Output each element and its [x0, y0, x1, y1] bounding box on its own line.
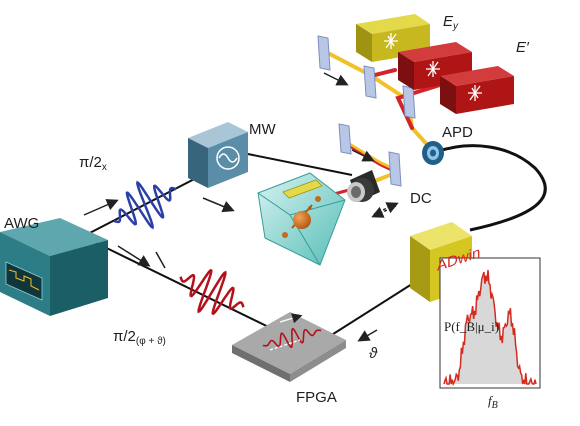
label-theta: ϑ	[369, 345, 378, 362]
laser-eprime-lower	[440, 66, 514, 114]
cable-awg-to-fpga	[85, 237, 286, 336]
cables	[79, 144, 547, 337]
label-apd: APD	[442, 124, 473, 141]
fpga-board	[232, 312, 346, 382]
label-pi2phi-sub: (φ + ϑ)	[135, 336, 166, 347]
fpga-arrow	[279, 313, 303, 324]
plot-distribution-trace	[443, 269, 537, 387]
arrow-awg-to-fpga	[117, 245, 151, 267]
label-fpga: FPGA	[296, 389, 337, 406]
arrow-awg-to-mw	[83, 199, 119, 216]
probability-plot	[439, 257, 541, 389]
label-eprime: E′	[516, 39, 529, 56]
label-mw: MW	[249, 121, 276, 138]
plot-xlabel: fB	[488, 394, 498, 411]
arrow-dc-a	[373, 202, 399, 215]
label-ey: Ey	[443, 14, 458, 32]
arrow-tick	[155, 251, 166, 269]
label-dc: DC	[410, 190, 432, 207]
arrow-dc-b	[371, 205, 397, 218]
cable-mw-to-sample	[237, 151, 353, 176]
pulse-red-wavepacket	[179, 268, 245, 316]
electron-spin-icon	[282, 196, 321, 238]
beam-eprime-a	[373, 68, 397, 77]
objective-lens	[347, 170, 380, 202]
label-pi2x-main: π/2	[79, 154, 102, 171]
plot-xlabel-sub: B	[491, 400, 498, 411]
microwave-stripline	[282, 179, 323, 199]
mirrors	[317, 35, 416, 187]
cable-awg-to-mw	[79, 172, 207, 239]
label-awg: AWG	[4, 215, 40, 232]
mirror	[338, 123, 352, 155]
awg-device	[0, 218, 108, 316]
diamond-sample	[257, 172, 346, 266]
starburst-icon	[426, 61, 440, 77]
mirror	[402, 85, 416, 119]
cable-apd-to-adwin	[435, 144, 547, 232]
label-pi2x-sub: x	[101, 162, 107, 173]
label-pi2x: π/2x	[79, 155, 107, 173]
sine-wave-icon	[216, 146, 240, 170]
pulse-blue-wavepacket	[113, 180, 177, 230]
dichroic-mirror	[388, 151, 402, 187]
arrow-adwin-to-fpga	[357, 329, 378, 342]
fpga-waveform	[262, 327, 322, 349]
label-ey-sub: y	[453, 21, 459, 32]
mirror	[363, 65, 377, 99]
arrow-mirror-2	[351, 149, 375, 162]
beam-eprime-b	[395, 83, 442, 130]
plot-ylabel: P(f_B|μ_i)	[444, 319, 500, 334]
awg-screen	[5, 261, 43, 301]
arrow-mw-to-sample	[202, 197, 235, 213]
plot-xlabel-main: f	[488, 393, 492, 408]
starburst-icon	[468, 85, 482, 101]
mirror	[317, 35, 331, 71]
label-ey-main: E	[443, 13, 454, 30]
arrow-mirror	[323, 72, 349, 86]
beam-combined-a	[343, 140, 397, 172]
starburst-icon	[384, 33, 398, 49]
apd-detector	[422, 141, 444, 165]
plot-distribution-fill	[444, 270, 536, 384]
mw-source	[188, 122, 248, 188]
fpga-dash	[269, 339, 301, 351]
label-pi2phi: π/2(φ + ϑ)	[113, 329, 166, 347]
arrows	[83, 72, 399, 342]
cable-fpga-to-adwin	[329, 283, 413, 337]
label-pi2phi-main: π/2	[113, 328, 136, 345]
